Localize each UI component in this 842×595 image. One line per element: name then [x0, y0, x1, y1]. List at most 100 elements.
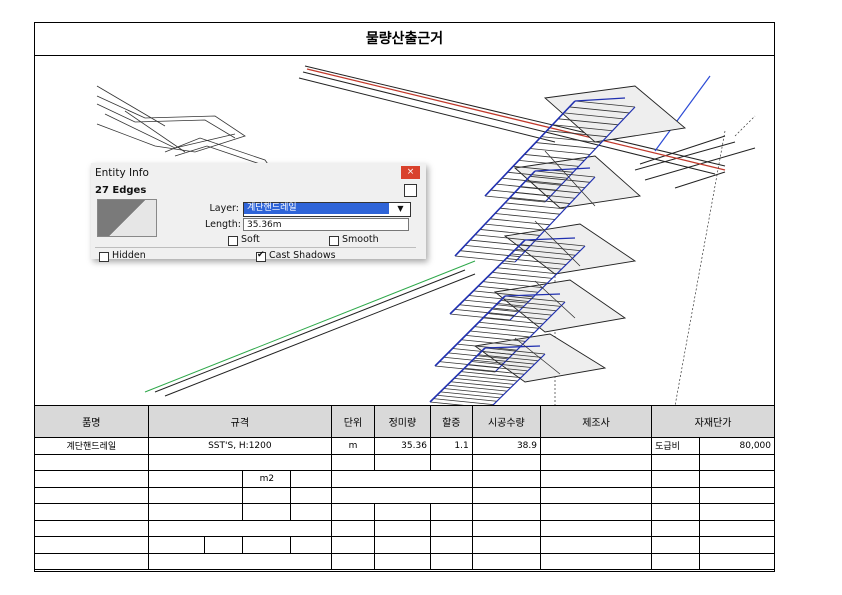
- slab-red-edge: [306, 68, 726, 171]
- stair-tread: [492, 271, 553, 279]
- stair-support: [544, 150, 596, 207]
- header-spec: 규격: [147, 406, 333, 438]
- cell-unit: m: [331, 437, 375, 455]
- stair-tread: [467, 364, 528, 372]
- smooth-label: Smooth: [342, 234, 379, 245]
- stair-tread: [499, 207, 561, 215]
- handrail-line: [494, 301, 566, 373]
- stair-model-render: [96, 65, 756, 405]
- table-header-row: 품명 규격 단위 정미량 할증 시공수량 제조사 자재단가: [35, 406, 774, 438]
- layer-label: Layer:: [209, 203, 239, 214]
- stair-tread: [510, 253, 571, 261]
- stair-tread: [461, 339, 522, 347]
- stair-tread: [457, 374, 518, 382]
- stair-tread: [500, 299, 561, 307]
- stair-tread: [563, 112, 624, 120]
- handrail-line: [544, 106, 636, 203]
- quantity-sheet: 물량산출근거: [34, 22, 775, 572]
- stair-tread: [496, 183, 557, 191]
- close-icon[interactable]: ×: [401, 166, 420, 179]
- stair-landing: [543, 85, 687, 143]
- handrail-line: [434, 295, 506, 367]
- cad-drawing: Entity Info × 27 Edges Layer: 계단핸드레일 ▼ L…: [35, 56, 774, 406]
- stair-tread: [440, 391, 501, 399]
- stair-tread: [433, 398, 494, 405]
- handrail-line: [429, 347, 486, 403]
- table-row: [35, 519, 774, 537]
- stair-tread: [478, 321, 539, 329]
- hidden-label: Hidden: [112, 250, 146, 261]
- stair-tread: [541, 136, 602, 144]
- stair-tread: [447, 384, 508, 392]
- handrail-line: [484, 345, 541, 349]
- stair-tread: [484, 223, 546, 231]
- stair-tread: [524, 181, 586, 189]
- stair-tread: [487, 313, 548, 320]
- stair-tread: [569, 106, 630, 114]
- cell-net-qty: 35.36: [373, 437, 431, 455]
- stair-tread: [464, 299, 525, 307]
- stair-tread: [448, 352, 509, 360]
- handrail-line: [504, 293, 561, 297]
- layer-dropdown[interactable]: 계단핸드레일 ▼: [243, 202, 411, 217]
- axis-green-line: [144, 260, 476, 393]
- stair-tread: [506, 258, 567, 265]
- stair-tread: [439, 361, 500, 369]
- smooth-checkbox[interactable]: [329, 236, 339, 246]
- stair-tread: [465, 334, 526, 342]
- header-maker: 제조사: [539, 406, 653, 438]
- stair-tread: [474, 357, 535, 365]
- cell-price: 80,000: [698, 437, 774, 455]
- stair-tread: [519, 186, 581, 194]
- cell-price-type: 도급비: [651, 437, 700, 455]
- stair-tread: [529, 175, 591, 183]
- soft-checkbox[interactable]: [228, 236, 238, 246]
- length-field[interactable]: 35.36m: [243, 218, 409, 231]
- stair-tread: [546, 130, 607, 138]
- cast-shadows-checkbox[interactable]: [256, 250, 266, 262]
- stair-tread: [487, 276, 548, 284]
- stair-tread: [434, 365, 496, 373]
- stair-tread: [443, 356, 504, 364]
- stair-tread: [496, 304, 557, 312]
- length-label: Length:: [205, 219, 241, 230]
- stair-tread: [504, 202, 566, 210]
- stair-tread: [514, 191, 576, 199]
- soft-label: Soft: [241, 234, 260, 245]
- handrail-line: [449, 239, 526, 315]
- stair-tread: [489, 218, 551, 226]
- quantity-table: 품명 규격 단위 정미량 할증 시공수량 제조사 자재단가 계단핸드레일 SST…: [35, 406, 774, 570]
- stair-tread: [515, 248, 576, 256]
- stair-tread: [464, 367, 525, 375]
- chevron-down-icon[interactable]: ▼: [397, 204, 404, 213]
- stair-tread: [443, 388, 504, 395]
- stair-tread: [524, 154, 585, 161]
- cell-unit-m2: m2: [242, 470, 292, 488]
- stair-tread: [436, 394, 497, 402]
- material-swatch[interactable]: [97, 199, 157, 237]
- plan-fragments: [96, 85, 276, 185]
- stair-flights: [429, 85, 687, 405]
- header-work-qty: 시공수량: [471, 406, 541, 438]
- stair-tread: [501, 262, 562, 270]
- table-row: m2: [35, 470, 774, 488]
- stair-tread: [558, 118, 619, 126]
- stair-tread: [520, 244, 581, 252]
- stair-tread: [478, 285, 539, 293]
- stair-tread: [552, 124, 613, 132]
- stair-support: [514, 337, 561, 375]
- stair-landing: [503, 223, 637, 275]
- hidden-checkbox[interactable]: [99, 252, 109, 262]
- layer-dropdown-value: 계단핸드레일: [244, 203, 389, 214]
- stair-tread: [429, 401, 465, 405]
- header-unit: 단위: [331, 406, 375, 438]
- stair-tread: [454, 255, 516, 263]
- stair-tread: [484, 195, 546, 203]
- pin-icon[interactable]: [404, 184, 417, 197]
- stair-tread: [518, 159, 579, 167]
- handrail-line: [534, 167, 591, 172]
- table-row: [35, 486, 774, 504]
- stair-tread: [491, 308, 552, 316]
- header-markup: 할증: [429, 406, 473, 438]
- stair-tread: [469, 330, 531, 338]
